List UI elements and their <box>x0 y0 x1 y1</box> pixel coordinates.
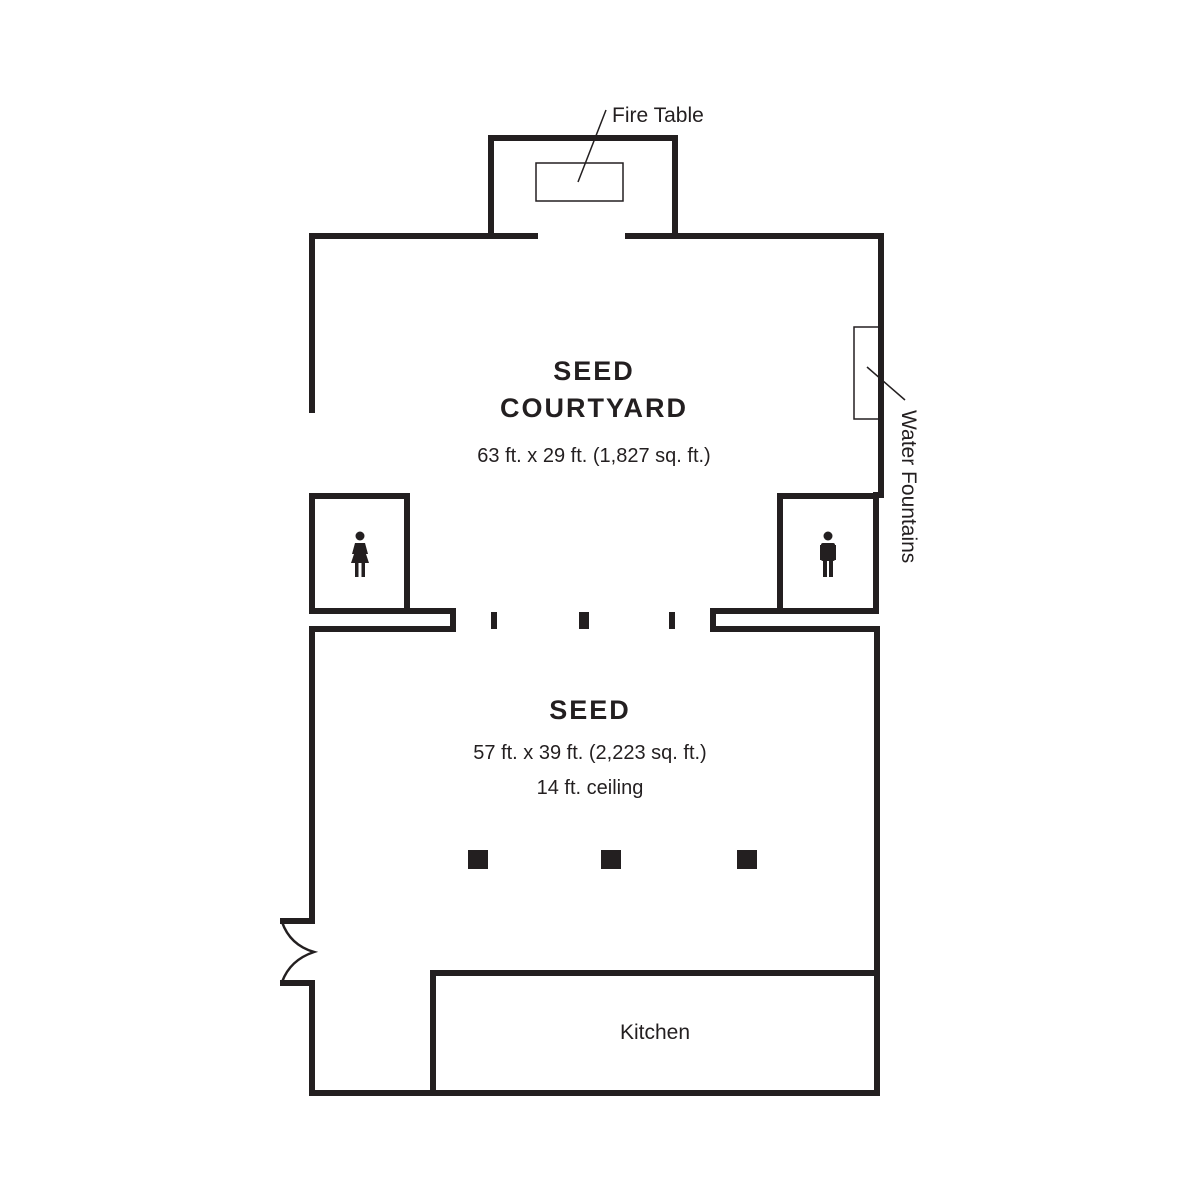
pillar <box>669 612 675 629</box>
fire-table <box>535 162 624 202</box>
courtyard-title-line2: COURTYARD <box>500 393 688 423</box>
fire-table-label: Fire Table <box>612 104 704 127</box>
water-fountains-label: Water Fountains <box>897 410 920 563</box>
courtyard-title-line1: SEED <box>553 356 635 386</box>
mens-restroom-icon <box>820 531 836 577</box>
water-fountains-leader <box>866 366 906 401</box>
pillar <box>491 612 497 629</box>
corridor-wall-left <box>309 608 456 632</box>
fire-table-leader <box>577 109 607 183</box>
column <box>601 850 621 869</box>
courtyard-walls <box>309 135 884 498</box>
kitchen-label: Kitchen <box>620 1021 690 1044</box>
seed-dimensions: 57 ft. x 39 ft. (2,223 sq. ft.) <box>473 742 706 764</box>
pillar <box>579 612 589 629</box>
womens-restroom-icon <box>351 531 369 577</box>
courtyard-dimensions: 63 ft. x 29 ft. (1,827 sq. ft.) <box>477 445 710 467</box>
corridor-wall-right <box>710 608 880 632</box>
seed-wall-outer <box>280 626 880 1096</box>
water-fountains <box>853 326 882 420</box>
kitchen-walls <box>430 970 880 1096</box>
seed-wall-left-upper <box>280 626 315 924</box>
seed-walls <box>280 626 315 924</box>
column <box>468 850 488 869</box>
double-door[interactable] <box>280 921 319 983</box>
column <box>737 850 757 869</box>
seed-ceiling: 14 ft. ceiling <box>537 777 644 799</box>
seed-title: SEED <box>549 695 631 725</box>
